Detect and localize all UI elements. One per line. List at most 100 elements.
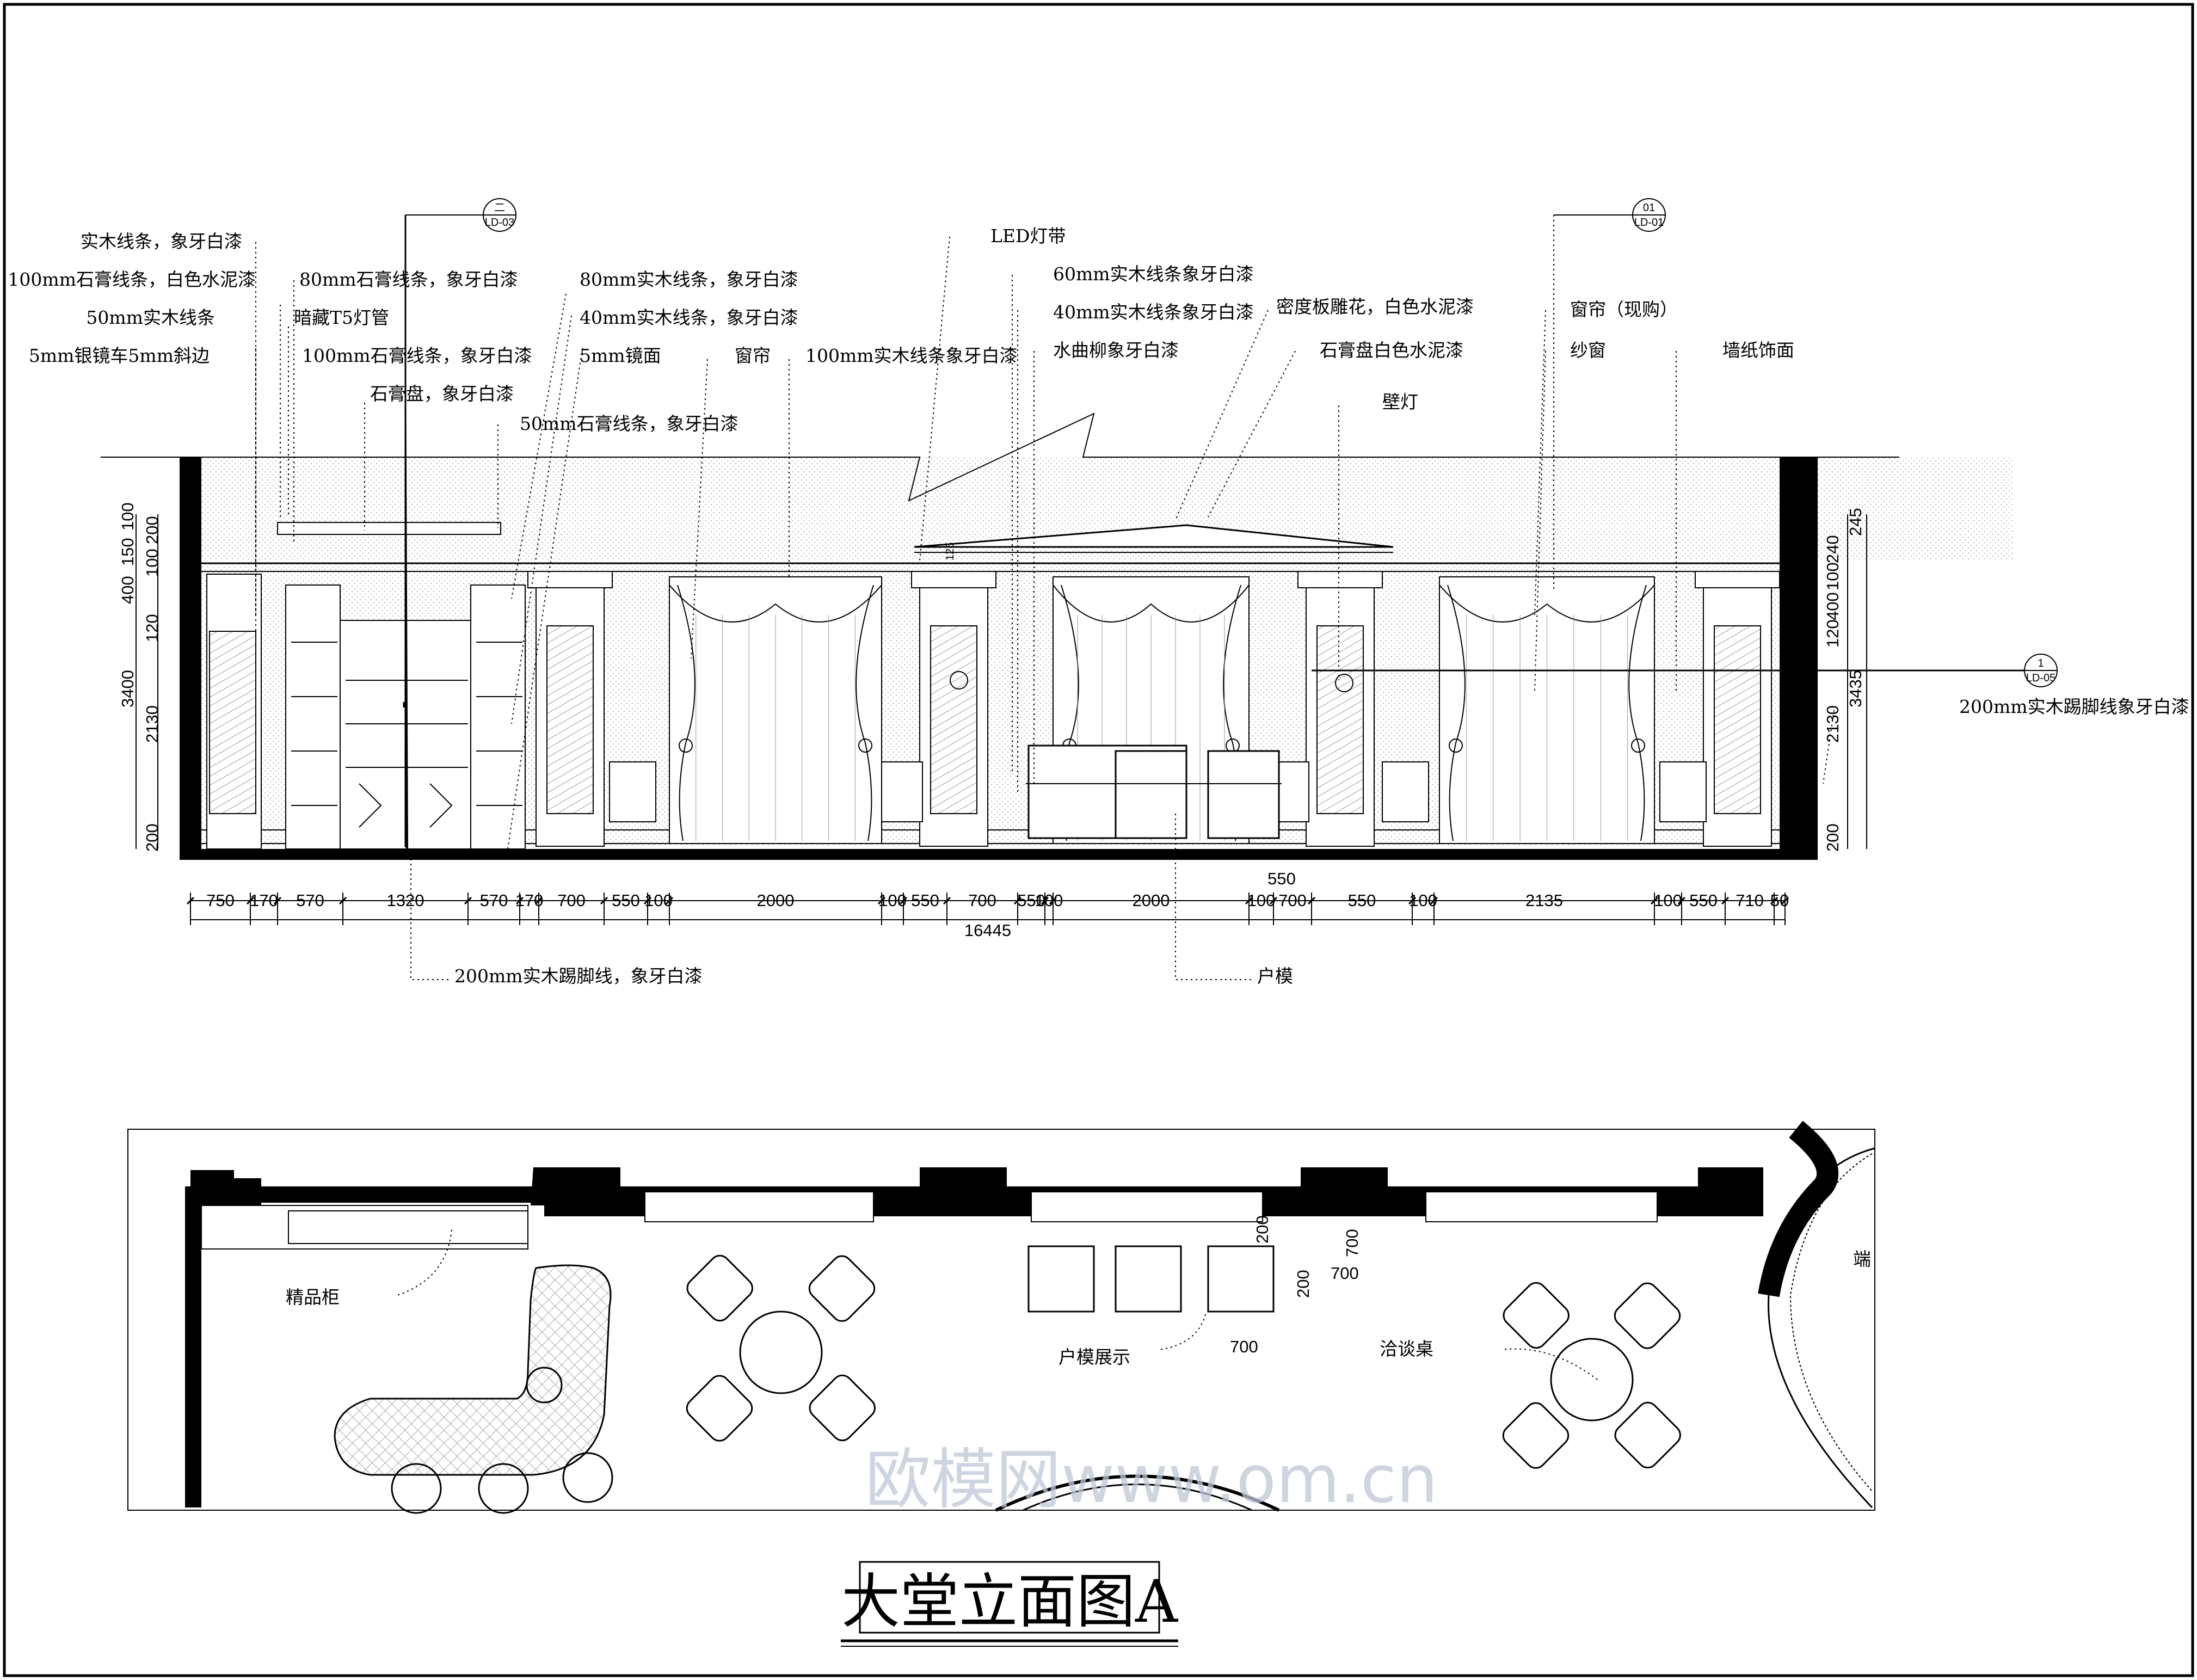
curtain-3 <box>1439 576 1655 844</box>
sheet-border <box>3 3 2194 1677</box>
label-curtain: 窗帘 <box>735 345 771 366</box>
display-stand-center <box>1115 750 1187 839</box>
display-stand-right <box>1207 750 1280 839</box>
svg-text:LD-03: LD-03 <box>485 217 514 229</box>
dim-550-upper: 550 <box>1267 869 1296 888</box>
label-wall-lamp: 壁灯 <box>1382 391 1418 413</box>
svg-text:120: 120 <box>143 614 162 642</box>
label-wood-trim: 实木线条，象牙白漆 <box>81 231 242 252</box>
svg-text:700: 700 <box>1331 1264 1359 1283</box>
gypsum-disk <box>277 522 501 535</box>
label-gypsum-100-ivory: 100mm石膏线条，象牙白漆 <box>302 345 532 366</box>
svg-text:1: 1 <box>2038 657 2044 669</box>
svg-text:245: 245 <box>1846 508 1865 536</box>
dim-segment-8: 550 <box>612 891 640 910</box>
label-sheer: 纱窗 <box>1570 340 1606 361</box>
svg-text:100: 100 <box>1823 562 1842 590</box>
svg-text:LD-05: LD-05 <box>2026 672 2056 684</box>
label-wood-80: 80mm实木线条，象牙白漆 <box>580 269 798 290</box>
dim-segment-3: 570 <box>296 891 324 910</box>
small-tag: 125 <box>944 543 956 561</box>
dim-segment-7: 700 <box>557 891 586 910</box>
label-skirting-bottom: 200mm实木踢脚线，象牙白漆 <box>454 965 703 987</box>
wainscot-panel-5 <box>1659 761 1707 822</box>
svg-text:700: 700 <box>1230 1337 1258 1356</box>
model-box-2 <box>1115 1245 1182 1313</box>
pilaster-group <box>527 571 1780 847</box>
svg-text:2130: 2130 <box>1823 705 1842 743</box>
dim-segment-10: 2000 <box>757 891 795 910</box>
svg-text:100: 100 <box>118 502 137 531</box>
right-cabinet-shelf <box>470 584 526 850</box>
watermark: 欧模网www.om.cn <box>865 1442 1438 1518</box>
svg-text:3400: 3400 <box>118 670 137 707</box>
curtain-1 <box>669 576 882 844</box>
pediment <box>914 524 1394 548</box>
wall-lamp-1 <box>950 671 968 690</box>
window-1 <box>644 1191 874 1222</box>
label-gypsum-disk: 石膏盘，象牙白漆 <box>370 383 514 404</box>
label-gypsum-100: 100mm石膏线条，白色水泥漆 <box>8 269 256 290</box>
window-2 <box>1031 1191 1263 1222</box>
label-wood-50: 50mm实木线条 <box>86 307 215 328</box>
model-box-3 <box>1207 1245 1275 1313</box>
dim-segment-15: 100 <box>1035 891 1063 910</box>
section-tag-1: 二 LD-03 <box>483 198 516 232</box>
elevation-view: 125 <box>101 214 2024 980</box>
dim-segment-14: 550 <box>1017 891 1045 910</box>
elevation-labels: 实木线条，象牙白漆 100mm石膏线条，白色水泥漆 50mm实木线条 5mm银镜… <box>8 225 2189 987</box>
dim-segment-24: 710 <box>1736 891 1764 910</box>
label-carved-mdf: 密度板雕花，白色水泥漆 <box>1276 296 1474 317</box>
section-tag-2: 01 LD-01 <box>1632 198 1666 232</box>
svg-text:150: 150 <box>118 538 137 566</box>
stool-1 <box>391 1463 442 1514</box>
dim-total: 16445 <box>964 921 1011 940</box>
svg-text:200: 200 <box>143 516 162 544</box>
svg-text:二: 二 <box>494 202 505 214</box>
floor-slab <box>201 849 1780 860</box>
model-box-1 <box>1027 1245 1095 1313</box>
label-wood-40: 40mm实木线条，象牙白漆 <box>580 307 798 328</box>
dim-segment-21: 2135 <box>1525 891 1563 910</box>
right-wall <box>1780 457 1818 860</box>
label-curtain-purchased: 窗帘（现购） <box>1570 299 1678 320</box>
dim-segment-19: 550 <box>1348 891 1376 910</box>
label-wood-60: 60mm实木线条象牙白漆 <box>1053 263 1254 285</box>
svg-text:200: 200 <box>1253 1215 1272 1244</box>
wall-lamp-2 <box>1335 674 1353 692</box>
svg-text:100: 100 <box>143 549 162 577</box>
svg-text:2130: 2130 <box>143 705 162 743</box>
label-skirting-right: 200mm实木踢脚线象牙白漆 <box>1959 696 2189 717</box>
pilaster-3 <box>1297 571 1383 847</box>
pilaster-4 <box>1695 571 1780 847</box>
dim-segment-9: 100 <box>644 891 673 910</box>
dim-segment-5: 570 <box>480 891 508 910</box>
table-left <box>739 1310 823 1394</box>
plan-frame <box>127 1129 1875 1511</box>
label-gypsum-disk-right: 石膏盘白色水泥漆 <box>1320 340 1463 361</box>
wainscot-panel-4 <box>1382 761 1429 822</box>
stool-2 <box>478 1463 529 1514</box>
label-t5-light: 暗藏T5灯管 <box>294 307 389 328</box>
left-vertical-dims: 400 150 100 100 200 120 2130 200 3400 <box>118 502 162 852</box>
dim-segment-1: 750 <box>206 891 235 910</box>
plan-partial-text: 端 <box>1853 1248 1871 1270</box>
dim-segment-23: 550 <box>1689 891 1718 910</box>
section-tag-3: 1 LD-05 <box>2024 654 2058 687</box>
label-silver-mirror: 5mm银镜车5mm斜边 <box>29 345 210 366</box>
ceiling-profile <box>101 413 1899 502</box>
label-gypsum-50: 50mm石膏线条，象牙白漆 <box>520 413 739 434</box>
svg-text:700: 700 <box>1343 1229 1362 1257</box>
plan-label-model: 户模展示 <box>1059 1346 1130 1368</box>
boutique-cabinet <box>201 1205 528 1250</box>
window-3 <box>1425 1191 1658 1222</box>
dim-segment-12: 550 <box>911 891 939 910</box>
label-wood-100: 100mm实木线条象牙白漆 <box>805 345 1018 366</box>
label-mirror-5: 5mm镜面 <box>580 345 661 366</box>
dim-segment-25: 50 <box>1770 891 1789 910</box>
svg-text:200: 200 <box>143 823 162 852</box>
plan-label-cabinet: 精品柜 <box>286 1287 340 1308</box>
plan-view: 精品柜 户模展示 洽谈桌 700 700 200 700 200 端 <box>127 1121 1875 1514</box>
